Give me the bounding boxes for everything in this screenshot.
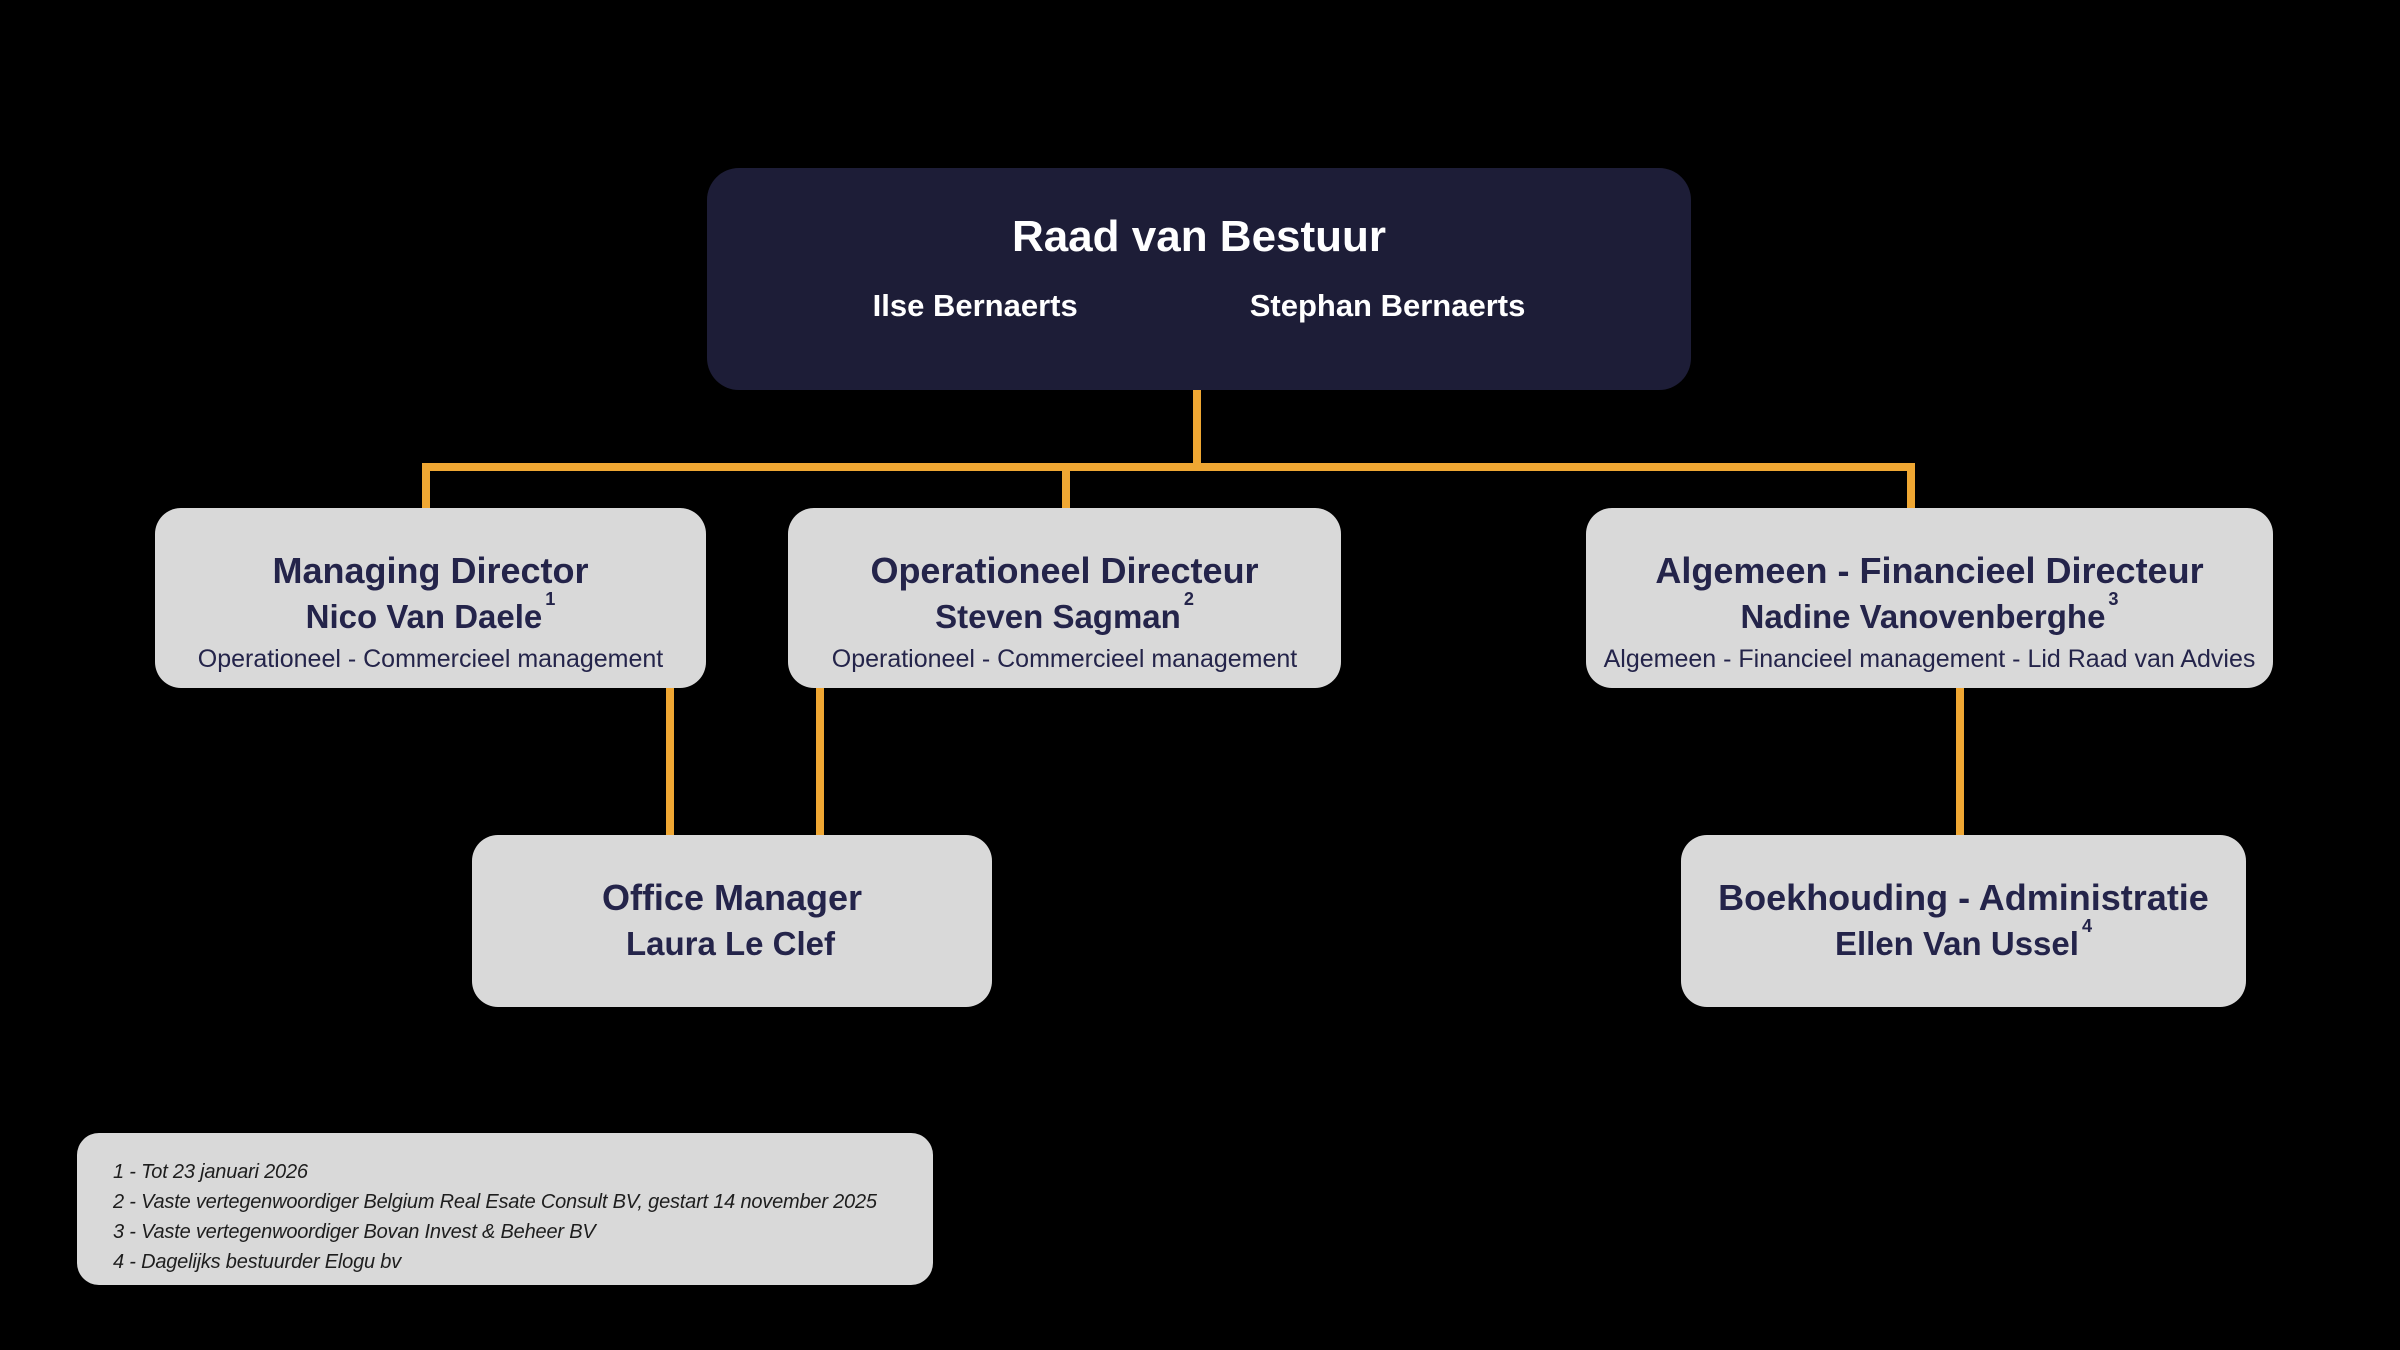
footnote-line: 4 - Dagelijks bestuurder Elogu bv (113, 1251, 401, 1273)
node-title: Algemeen - Financieel Directeur (1655, 550, 2204, 591)
board-member-name: Stephan Bernaerts (1249, 288, 1526, 323)
node-title: Operationeel Directeur (870, 550, 1259, 591)
node-person: Laura Le Clef (625, 925, 836, 962)
node-office-manager: Office Manager Laura Le Clef (472, 835, 992, 1007)
connector-drop-operationeel-directeur (1062, 463, 1070, 531)
node-subtitle: Operationeel - Commercieel management (197, 645, 664, 673)
footnote-ref: 1 (545, 589, 556, 610)
board-member-name: Ilse Bernaerts (872, 288, 1078, 323)
footnote-line: 3 - Vaste vertegenwoordiger Bovan Invest… (113, 1221, 596, 1243)
node-title: Office Manager (601, 877, 863, 918)
footnote-line: 1 - Tot 23 januari 2026 (113, 1161, 308, 1183)
connector-od-to-office-manager (816, 688, 824, 857)
footnote-ref: 4 (2081, 916, 2093, 937)
connector-root-drop (1193, 360, 1201, 467)
connector-horizontal-bar (422, 463, 1915, 471)
connector-md-to-office-manager (666, 688, 674, 857)
node-subtitle: Operationeel - Commercieel management (831, 645, 1298, 673)
board-members: Ilse Bernaerts Stephan Bernaerts (873, 286, 1526, 326)
node-boekhouding-administratie: Boekhouding - Administratie Ellen Van Us… (1681, 835, 2246, 1007)
footnote-ref: 3 (2108, 589, 2119, 610)
footnote-line: 2 - Vaste vertegenwoordiger Belgium Real… (113, 1191, 877, 1213)
node-subtitle: Algemeen - Financieel management - Lid R… (1603, 645, 2256, 673)
node-raad-van-bestuur: Raad van Bestuur Ilse Bernaerts Stephan … (707, 168, 1691, 390)
connector-afd-to-boekhouding (1956, 688, 1964, 857)
node-title: Raad van Bestuur (1011, 212, 1387, 261)
connector-drop-managing-director (422, 463, 430, 531)
footnotes-box: 1 - Tot 23 januari 2026 2 - Vaste verteg… (77, 1133, 933, 1285)
node-title: Managing Director (272, 550, 589, 591)
node-title: Boekhouding - Administratie (1718, 877, 2209, 918)
connector-drop-financieel-directeur (1907, 463, 1915, 531)
footnote-ref: 2 (1183, 589, 1194, 610)
node-algemeen-financieel-directeur: Algemeen - Financieel Directeur Nadine V… (1586, 508, 2273, 688)
